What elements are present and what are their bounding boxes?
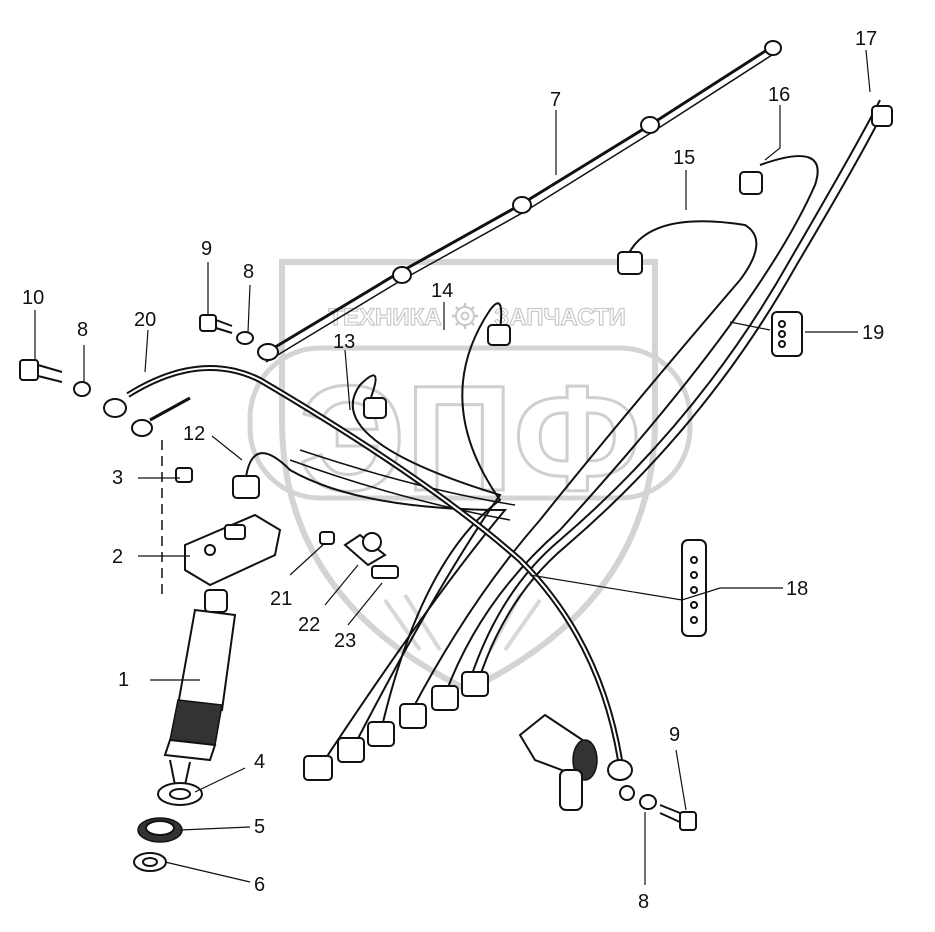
- callout-8-top: 8: [243, 261, 254, 283]
- callout-19: 19: [862, 322, 884, 344]
- fasteners: [19, 314, 697, 831]
- callout-16: 16: [768, 84, 790, 106]
- callout-22: 22: [298, 614, 320, 636]
- pipe-nuts: [232, 105, 893, 781]
- clips: [681, 311, 803, 637]
- callout-12: 12: [183, 423, 205, 445]
- callout-13: 13: [333, 331, 355, 353]
- callout-4: 4: [254, 751, 265, 773]
- callout-5: 5: [254, 816, 265, 838]
- callout-17: 17: [855, 28, 877, 50]
- callout-21: 21: [270, 588, 292, 610]
- callout-18: 18: [786, 578, 808, 600]
- leak-off-hose-20: [103, 365, 633, 781]
- callout-14: 14: [431, 280, 453, 302]
- callout-7: 7: [550, 89, 561, 111]
- callout-23: 23: [334, 630, 356, 652]
- callout-8-bottom: 8: [638, 891, 649, 913]
- clamp-parts: [319, 531, 399, 579]
- callout-9-bottom: 9: [669, 724, 680, 746]
- gear-icon: [452, 303, 478, 329]
- watermark-left-word: ТЕХНИКА: [328, 304, 441, 331]
- pump-fitting: [518, 713, 598, 811]
- leader-lines: [34, 49, 871, 885]
- callout-9-top: 9: [201, 238, 212, 260]
- return-line-7: [257, 40, 782, 363]
- callout-8-left: 8: [77, 319, 88, 341]
- callout-1: 1: [118, 669, 129, 691]
- callouts: 1 2 3 4 5 6 7 8 8 8 9 9 10 12 13 14 15 1…: [22, 28, 884, 913]
- injector-pipe-bundle: [244, 99, 886, 771]
- callout-3: 3: [112, 467, 123, 489]
- callout-15: 15: [673, 147, 695, 169]
- callout-6: 6: [254, 874, 265, 896]
- watermark-right-word: ЗАПЧАСТИ: [494, 304, 626, 331]
- callout-10: 10: [22, 287, 44, 309]
- callout-20: 20: [134, 309, 156, 331]
- injector-assembly: [133, 440, 282, 872]
- callout-2: 2: [112, 546, 123, 568]
